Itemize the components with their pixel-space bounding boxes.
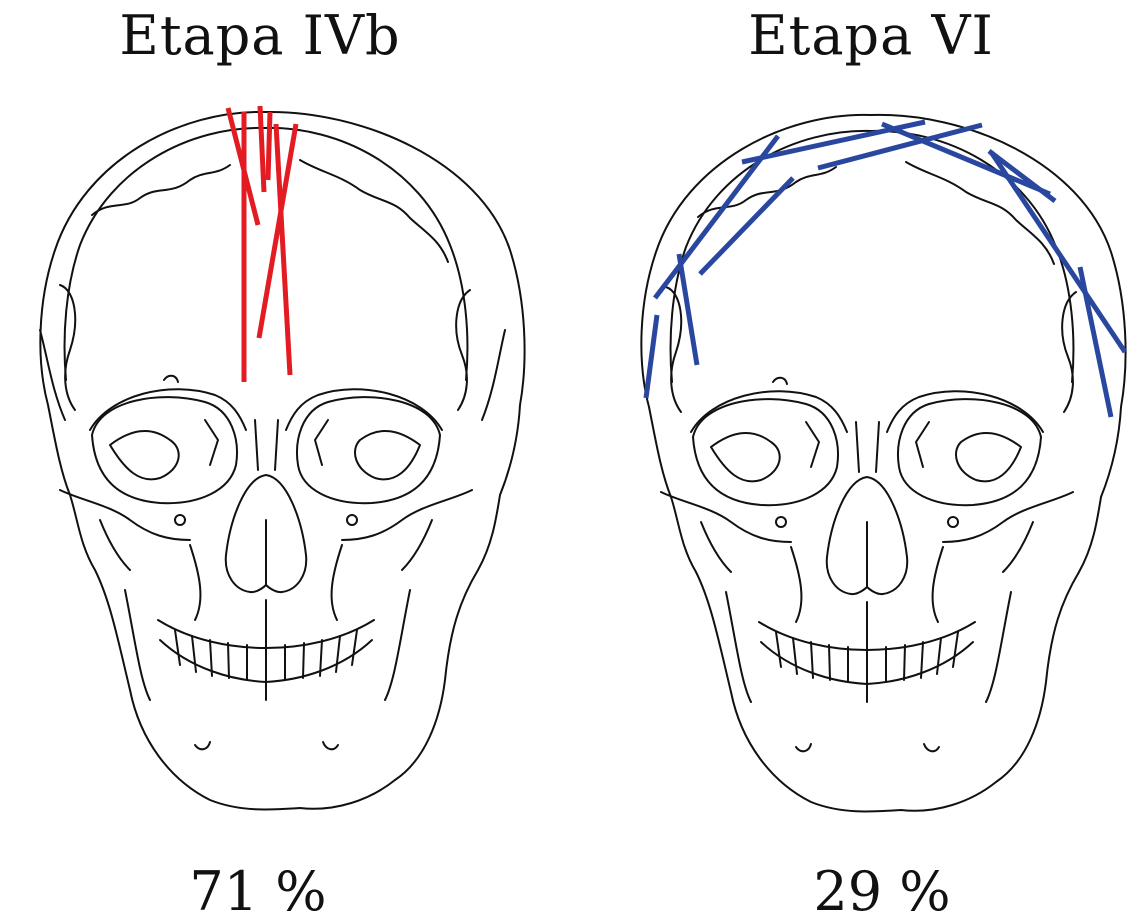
fracture-line (655, 136, 778, 298)
fracture-line (260, 106, 264, 192)
skull-front-view-illustration (0, 0, 570, 924)
stage-percentage: 71 % (0, 860, 543, 923)
fracture-line (991, 152, 1125, 352)
stage-percentage: 29 % (597, 860, 1141, 923)
fracture-line (679, 254, 697, 365)
fracture-line (882, 124, 1050, 194)
panel-stage-ivb: Etapa IVb 71 % (0, 0, 570, 924)
fracture-line (268, 112, 270, 180)
skull-front-view-illustration (571, 0, 1141, 924)
stage-title: Etapa VI (586, 4, 1141, 67)
fracture-line (700, 178, 793, 274)
panel-stage-vi: Etapa VI 29 % (571, 0, 1141, 924)
stage-title: Etapa IVb (0, 4, 545, 67)
fracture-line (1080, 267, 1111, 417)
fracture-lines-red (228, 106, 296, 382)
fracture-line (646, 315, 657, 398)
